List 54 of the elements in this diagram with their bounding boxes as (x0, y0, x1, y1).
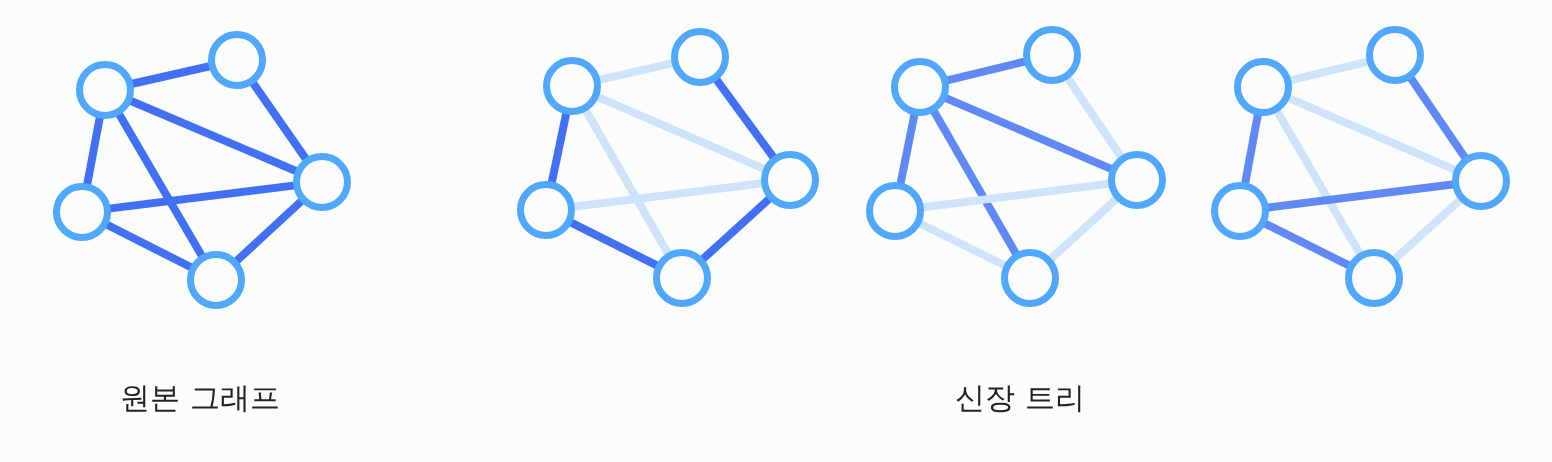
graph-node-circle (761, 151, 819, 209)
graph-edge (572, 179, 764, 211)
graph-edge (568, 218, 660, 270)
graph-node-circle (208, 31, 266, 89)
graph-node-circle (653, 249, 711, 307)
graph-edge (547, 111, 571, 185)
graph-caption: 신장 트리 (955, 379, 1085, 417)
graph-edge (130, 62, 212, 88)
graph-edge (1047, 195, 1120, 263)
graph-edge (1286, 94, 1458, 174)
graph-caption: 원본 그래프 (120, 379, 280, 417)
graph-edge (1063, 75, 1126, 160)
graph-node-circle (1023, 26, 1081, 84)
graph-edge (917, 219, 1008, 270)
graph-node-circle (1234, 58, 1292, 116)
graph-node-circle (76, 61, 134, 119)
graph-node-circle (187, 251, 245, 309)
graph-edge (104, 220, 194, 272)
graph-edge (595, 93, 767, 173)
graph-edge (108, 181, 296, 213)
graph-node-circle (53, 183, 111, 241)
graph-edge (581, 107, 673, 257)
graph-edge (597, 59, 675, 84)
graph-edge (1391, 196, 1464, 263)
graph-edge (249, 79, 310, 163)
graph-node-circle (1345, 249, 1403, 307)
graph-edge (233, 197, 305, 265)
graph-node-circle (1452, 152, 1510, 210)
graph-node-circle (293, 153, 351, 211)
graph-edge (945, 57, 1027, 85)
graph-node-circle (1211, 182, 1269, 240)
graph-edge (115, 111, 206, 259)
graph-edge (943, 93, 1114, 174)
graph-node-circle (517, 181, 575, 239)
graph-node-circle (1001, 249, 1059, 307)
graph-edge (128, 96, 299, 176)
graph-node-circle (671, 28, 729, 86)
graph-edge (712, 76, 778, 161)
graph-node-circle (543, 57, 601, 115)
graph-edge (1241, 112, 1262, 186)
graph-node-circle (891, 58, 949, 116)
graph-edge (699, 195, 773, 263)
graph-edge (930, 108, 1020, 257)
graph-edge (921, 179, 1111, 212)
graph-edge (1266, 180, 1455, 212)
graph-edge (896, 112, 919, 186)
graph-edge (1288, 57, 1370, 85)
graph-edge (1406, 75, 1470, 161)
graph-edge (83, 115, 104, 187)
graph-edge (1273, 108, 1364, 257)
graph-node-circle (1366, 26, 1424, 84)
graph-node-circle (866, 182, 924, 240)
graph-node-circle (1108, 151, 1166, 209)
graph-edge (1262, 219, 1352, 270)
